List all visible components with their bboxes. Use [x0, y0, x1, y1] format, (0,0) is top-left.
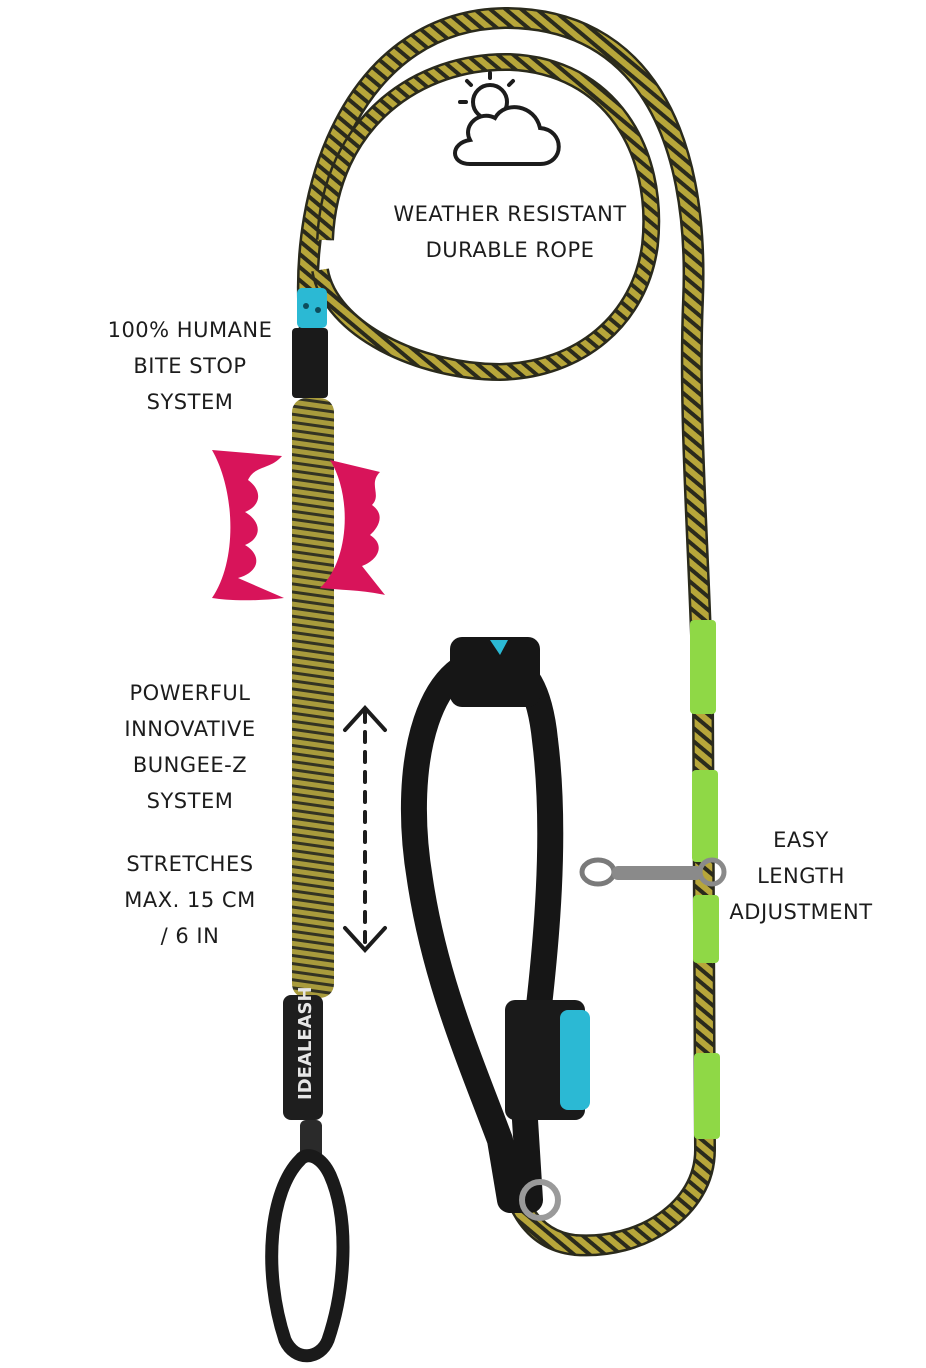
double-arrow-icon: [343, 705, 387, 953]
bite-stop-tag: [297, 288, 327, 328]
handle: [400, 637, 590, 1221]
bungee-label: POWERFUL INNOVATIVE BUNGEE-Z SYSTEM: [124, 681, 256, 813]
stretch-label: STRETCHES MAX. 15 CM / 6 IN: [124, 852, 256, 948]
bite-stop-label: 100% HUMANE BITE STOP SYSTEM: [107, 318, 273, 414]
snap-hook: [579, 857, 727, 887]
fangs-icon: [212, 450, 385, 601]
adjust-label: EASY LENGTH ADJUSTMENT: [729, 828, 873, 924]
weather-label: WEATHER RESISTANT DURABLE ROPE: [393, 202, 627, 262]
brand-connector: [283, 995, 323, 1120]
carabiner: [265, 1149, 350, 1363]
green-sleeves: [690, 620, 720, 1139]
bungee-section: [292, 398, 334, 998]
brand-text: IDEALEASH: [295, 986, 316, 1100]
sun-cloud-icon: [453, 71, 561, 166]
